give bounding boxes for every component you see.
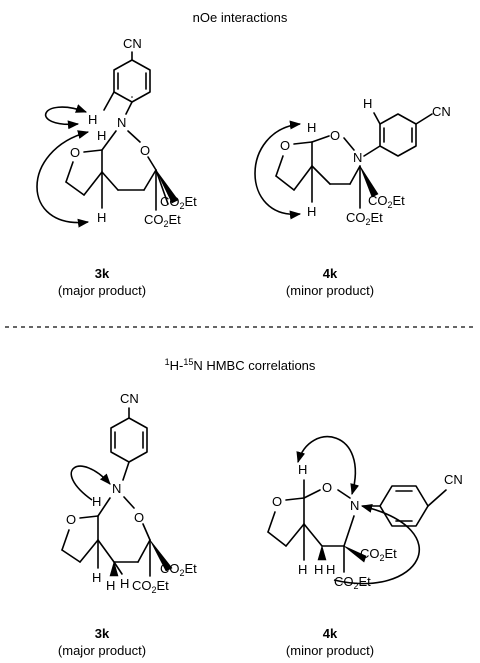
caption-4k-label: 4k — [323, 266, 338, 281]
noe-arrow-2 — [36, 130, 90, 228]
noe-section-title: nOe interactions — [193, 10, 288, 25]
h-aryl-label: H — [363, 96, 372, 111]
h-anomeric-label: H — [97, 128, 106, 143]
co2et-label: CO2Et — [160, 561, 197, 578]
h-fusion-label: H — [92, 570, 101, 585]
noe-arrow-1 — [44, 104, 88, 130]
o-label: O — [322, 480, 332, 495]
n-label: N — [353, 150, 362, 165]
co2et-label: CO2Et — [132, 578, 169, 595]
n-label: N — [350, 498, 359, 513]
caption-3k-text-2: (major product) — [58, 643, 146, 658]
caption-3k-text: (major product) — [58, 283, 146, 298]
h-fusion-label: H — [298, 562, 307, 577]
caption-3k-label-2: 3k — [95, 626, 110, 641]
ortho-h-label: H — [88, 112, 97, 127]
hmbc-section-title: 1H-15N HMBC correlations — [165, 357, 316, 373]
n-label: N — [112, 481, 121, 496]
co2et-label: CO2Et — [160, 194, 197, 211]
o-label: O — [134, 510, 144, 525]
h-anomeric-label: H — [298, 462, 307, 477]
o-furan-label: O — [70, 145, 80, 160]
cn-label: CN — [432, 104, 451, 119]
h-fusion-label: H — [97, 210, 106, 225]
co2et-label: CO2Et — [346, 210, 383, 227]
structure-4k-noe: H CN N O O H H CO2Et CO2Et — [275, 96, 451, 227]
co2et-label: CO2Et — [360, 546, 397, 563]
cn-label: CN — [444, 472, 463, 487]
h-methylene-label: H — [106, 578, 115, 593]
structure-3k-noe: CN H N O O H H CO2Et CO2Et — [65, 36, 197, 229]
o-furan-label: O — [66, 512, 76, 527]
caption-4k-label-2: 4k — [323, 626, 338, 641]
hmbc-arrow-1 — [70, 465, 111, 501]
cn-label: CN — [123, 36, 142, 51]
h-anomeric-label: H — [92, 494, 101, 509]
o-label: O — [140, 143, 150, 158]
o-furan-label: O — [272, 494, 282, 509]
co2et-label: CO2Et — [368, 193, 405, 210]
co2et-label: CO2Et — [144, 212, 181, 229]
hmbc-arrow-3 — [333, 504, 421, 585]
n-label: N — [117, 115, 126, 130]
noe-arrow-3 — [254, 120, 302, 220]
h-methylene-label: H — [314, 562, 323, 577]
cn-label: CN — [120, 391, 139, 406]
o-furan-label: O — [280, 138, 290, 153]
hmbc-arrow-2 — [296, 436, 360, 496]
h-anomeric-label: H — [307, 120, 316, 135]
caption-4k-text: (minor product) — [286, 283, 374, 298]
structure-4k-hmbc: CN N O O H H H H CO2Et CO2Et — [267, 462, 463, 591]
h-fusion-label: H — [307, 204, 316, 219]
caption-3k-label: 3k — [95, 266, 110, 281]
caption-4k-text-2: (minor product) — [286, 643, 374, 658]
o-label: O — [330, 128, 340, 143]
structure-3k-hmbc: CN N O O H H H H CO2Et CO2Et — [61, 391, 197, 595]
h-methylene-label: H — [120, 576, 129, 591]
h-methylene-label: H — [326, 562, 335, 577]
